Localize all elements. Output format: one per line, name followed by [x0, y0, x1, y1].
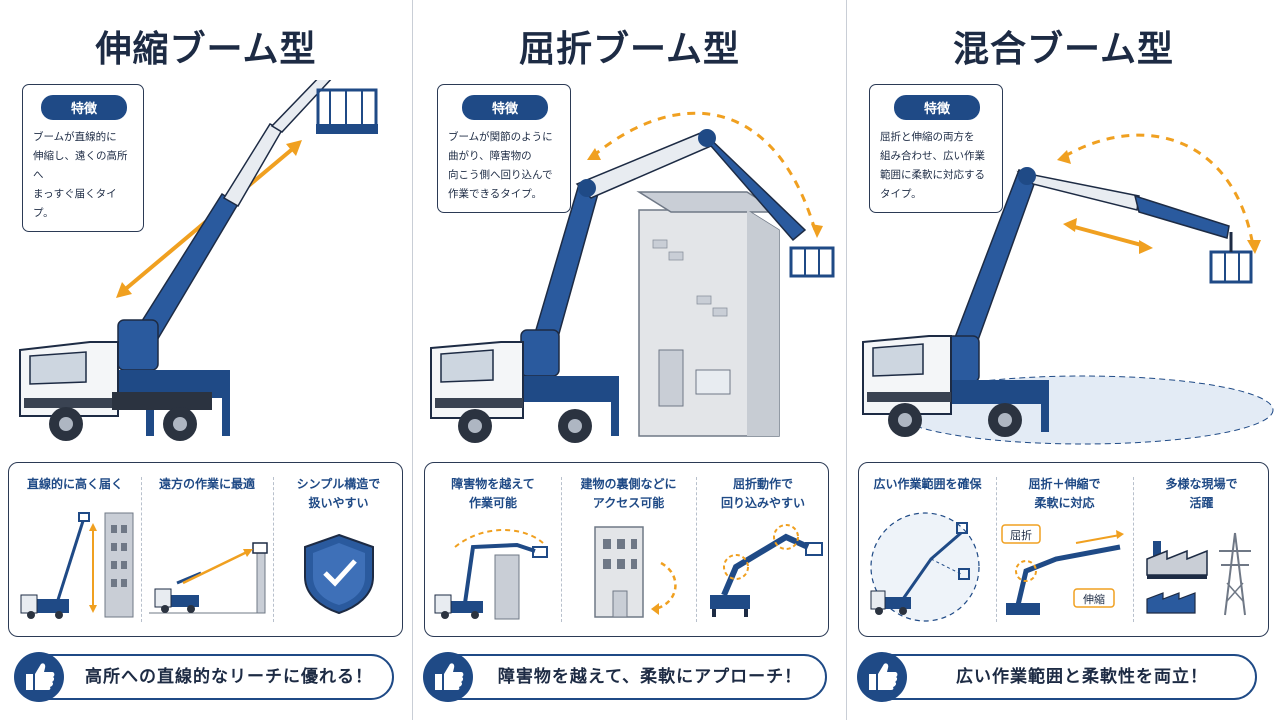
- feature-description: ブームが直線的に 伸縮し、遠くの高所へ まっすぐ届くタイプ。: [33, 131, 128, 219]
- feature-cards: 直線的に高く届く 遠方の作業に最適: [8, 462, 403, 637]
- feature-cards: 広い作業範囲を確保 屈折＋伸縮で 柔軟に対応 屈折: [858, 462, 1269, 637]
- card-label: 直線的に高く届く: [26, 477, 123, 491]
- telescopic-boom: [128, 80, 332, 354]
- thumbs-up-icon: [423, 652, 473, 702]
- card-label: シンプル構造で 扱いやすい: [296, 477, 381, 510]
- card-label: 屈折動作で 回り込みやすい: [720, 477, 805, 510]
- card-label: 遠方の作業に最適: [158, 477, 255, 491]
- telescopic-truck-illustration: [19, 80, 378, 441]
- feature-tag: 特徴: [462, 95, 548, 120]
- work-basket: [1209, 232, 1253, 284]
- feature-cards: 障害物を越えて 作業可能 建物の裏側などに アクセス可能: [424, 462, 829, 637]
- feature-box: 特徴 ブームが直線的に 伸縮し、遠くの高所へ まっすぐ届くタイプ。: [22, 84, 144, 232]
- feature-description: ブームが関節のように 曲がり、障害物の 向こう側へ回り込んで 作業できるタイプ。: [448, 131, 553, 200]
- panel-title: 伸縮ブーム型: [95, 29, 317, 70]
- site-icons: [1146, 532, 1251, 616]
- far-reach-icon: [149, 542, 268, 614]
- summary-bar: 広い作業範囲と柔軟性を両立！: [857, 652, 1257, 702]
- truck: [430, 341, 619, 443]
- card-label: 多様な現場で 活躍: [1165, 477, 1238, 510]
- card-simple-structure: シンプル構造で 扱いやすい: [273, 463, 404, 636]
- summary-text: 障害物を越えて、柔軟にアプローチ！: [497, 667, 803, 687]
- summary-bar: 高所への直線的なリーチに優れる！: [14, 652, 394, 702]
- panel-title: 屈折ブーム型: [519, 29, 740, 70]
- factory-small-icon: [1146, 592, 1196, 614]
- building: [636, 191, 782, 437]
- high-reach-icon: [20, 512, 134, 619]
- card-reach-high: 直線的に高く届く: [9, 463, 141, 636]
- extend-tag: 伸縮: [1083, 592, 1105, 606]
- articulation-joint-icon: [710, 524, 823, 617]
- building-access-icon: [594, 526, 677, 618]
- card-wide-range: 広い作業範囲を確保: [859, 463, 996, 636]
- bend-extend-icon: 屈折 伸縮: [1001, 524, 1124, 615]
- thumbs-up-icon: [14, 652, 64, 702]
- card-bend-and-extend: 屈折＋伸縮で 柔軟に対応 屈折 伸縮: [996, 463, 1133, 636]
- work-range-icon: [870, 512, 980, 622]
- card-label: 広い作業範囲を確保: [873, 477, 982, 491]
- bend-arrow-icon: [587, 111, 823, 238]
- card-label: 屈折＋伸縮で 柔軟に対応: [1028, 477, 1101, 510]
- feature-tag: 特徴: [894, 95, 980, 120]
- power-tower-icon: [1219, 532, 1251, 616]
- card-articulating-motion: 屈折動作で 回り込みやすい: [696, 463, 830, 636]
- card-various-sites: 多様な現場で 活躍: [1133, 463, 1270, 636]
- panel-articulating: 屈折ブーム型: [413, 0, 847, 720]
- feature-tag: 特徴: [41, 95, 127, 120]
- card-label: 障害物を越えて 作業可能: [451, 477, 535, 510]
- truck: [862, 335, 1049, 437]
- card-far-work: 遠方の作業に最適: [141, 463, 273, 636]
- articulating-truck-illustration: [430, 111, 835, 443]
- feature-description: 屈折と伸縮の両方を 組み合わせ、広い作業 範囲に柔軟に対応する タイプ。: [880, 131, 985, 200]
- bend-tag: 屈折: [1010, 528, 1032, 542]
- range-arc-arrow-icon: [1057, 133, 1261, 254]
- card-over-obstacles: 障害物を越えて 作業可能: [425, 463, 561, 636]
- card-label: 建物の裏側などに アクセス可能: [580, 477, 677, 510]
- summary-text: 高所への直線的なリーチに優れる！: [85, 667, 373, 687]
- feature-box: 特徴 ブームが関節のように 曲がり、障害物の 向こう側へ回り込んで 作業できるタ…: [437, 84, 571, 213]
- panel-telescopic: 伸縮ブーム型: [0, 0, 413, 720]
- panel-title: 混合ブーム型: [953, 29, 1174, 70]
- articulating-boom: [532, 129, 807, 349]
- extension-arrow-icon: [1063, 218, 1153, 254]
- hybrid-truck-illustration: [862, 133, 1274, 445]
- work-basket: [789, 246, 835, 278]
- thumbs-up-icon: [857, 652, 907, 702]
- summary-text: 広い作業範囲と柔軟性を両立！: [956, 667, 1208, 687]
- panel-hybrid: 混合ブーム型: [847, 0, 1280, 720]
- summary-bar: 障害物を越えて、柔軟にアプローチ！: [423, 652, 827, 702]
- hybrid-boom: [950, 167, 1230, 355]
- shield-check-icon: [304, 533, 374, 615]
- obstacle-reach-icon: [434, 529, 548, 620]
- work-basket: [316, 88, 378, 134]
- factory-icon: [1146, 541, 1208, 579]
- feature-box: 特徴 屈折と伸縮の両方を 組み合わせ、広い作業 範囲に柔軟に対応する タイプ。: [869, 84, 1003, 213]
- truck: [19, 341, 230, 441]
- card-back-access: 建物の裏側などに アクセス可能: [561, 463, 696, 636]
